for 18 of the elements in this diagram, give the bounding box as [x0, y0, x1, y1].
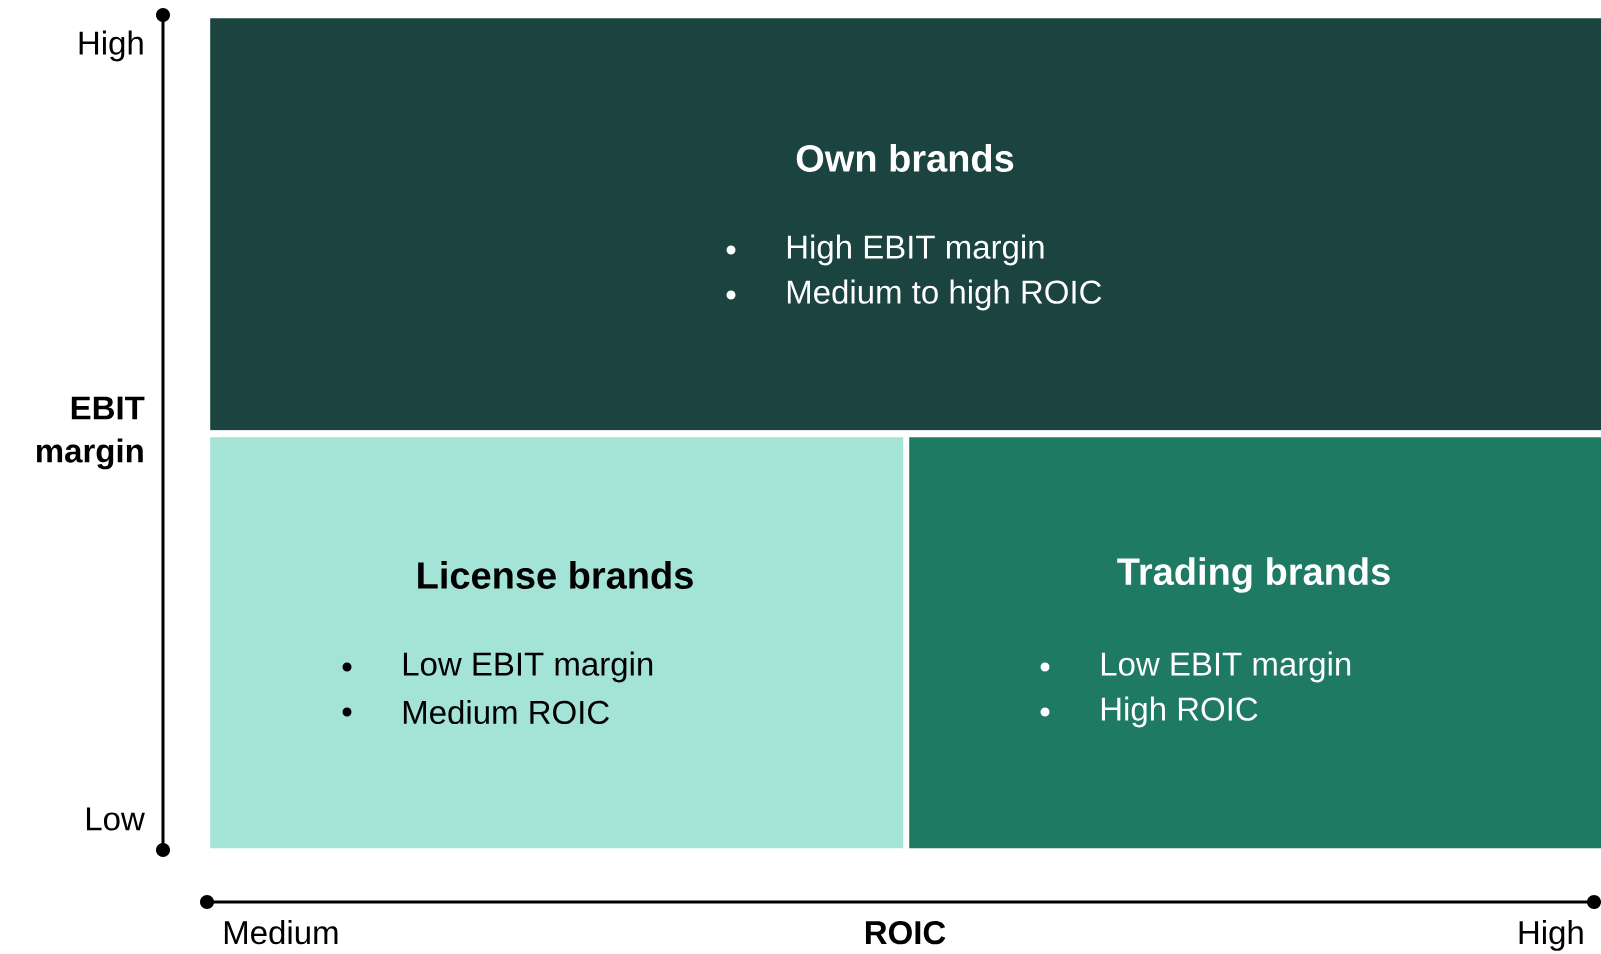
axis-label: EBIT margin [36, 396, 145, 470]
box-heading: License brands [418, 561, 693, 589]
box-heading: Trading brands [1117, 557, 1390, 593]
axis-label: ROIC [865, 920, 946, 945]
axis-label: High [1519, 920, 1583, 951]
bullet-item: Low EBIT margin [342, 651, 653, 683]
bullet-item: Medium to high ROIC [726, 279, 1102, 311]
bullet-item: Low EBIT margin [1040, 651, 1351, 683]
quadrant-box [210, 18, 1601, 431]
axis-label: High [79, 30, 143, 62]
bullet-item: High EBIT margin [726, 234, 1044, 266]
axis-label: Low [87, 807, 145, 831]
box-heading: Own brands [796, 144, 1014, 172]
bullet-item: High ROIC [1040, 696, 1258, 728]
bullet-item: Medium ROIC [342, 699, 609, 725]
axis-label: Medium [224, 920, 338, 945]
quadrant-box [210, 437, 904, 849]
quadrant-box [909, 437, 1601, 849]
